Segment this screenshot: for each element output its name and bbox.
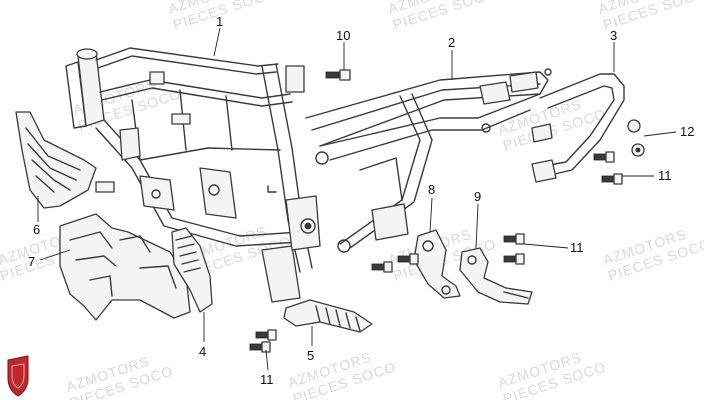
leader-line — [523, 243, 569, 249]
callout-9: 9 — [474, 189, 481, 204]
callout-8: 8 — [428, 182, 435, 197]
bolt-11 — [601, 173, 623, 185]
bolt-11 — [397, 253, 419, 265]
callout-12: 12 — [680, 124, 694, 139]
callout-4: 4 — [199, 344, 206, 359]
nut-12 — [627, 119, 645, 157]
shield-logo-icon — [7, 355, 29, 397]
subframe-part — [305, 68, 552, 253]
callout-6: 6 — [33, 222, 40, 237]
bolt-11 — [503, 253, 525, 265]
callout-11: 11 — [260, 372, 274, 387]
callout-5: 5 — [307, 348, 314, 363]
passenger-bracket-right-part — [459, 247, 533, 305]
callout-10: 10 — [336, 28, 350, 43]
leader-line — [643, 131, 677, 137]
leader-line — [213, 27, 221, 57]
callout-11: 11 — [658, 168, 672, 183]
footrest-right-part — [283, 299, 373, 333]
bolt-11 — [249, 341, 271, 353]
passenger-bracket-left-part — [413, 229, 461, 299]
callout-labels: 1 2 3 4 5 6 7 8 9 10 11 11 11 12 — [28, 14, 694, 387]
skid-plate-part — [59, 213, 191, 321]
bolt-11 — [593, 151, 615, 163]
leader-line — [429, 197, 433, 233]
front-bracket-part — [15, 111, 97, 209]
callout-7: 7 — [28, 254, 35, 269]
leader-line — [475, 203, 479, 249]
bolt-10 — [325, 69, 351, 81]
callout-2: 2 — [448, 35, 455, 50]
footrest-bracket-left-part — [171, 227, 213, 313]
grab-handle-part — [531, 73, 625, 183]
bolt-11 — [371, 261, 393, 273]
bolt-11 — [255, 329, 277, 341]
leader-line — [39, 249, 71, 261]
callout-3: 3 — [610, 28, 617, 43]
main-frame-part — [65, 47, 321, 303]
callout-11: 11 — [570, 240, 584, 255]
leader-line — [265, 349, 269, 371]
bolt-group — [249, 69, 645, 353]
leader-lines — [37, 27, 677, 371]
bolt-11 — [503, 233, 525, 245]
callout-1: 1 — [216, 14, 223, 29]
